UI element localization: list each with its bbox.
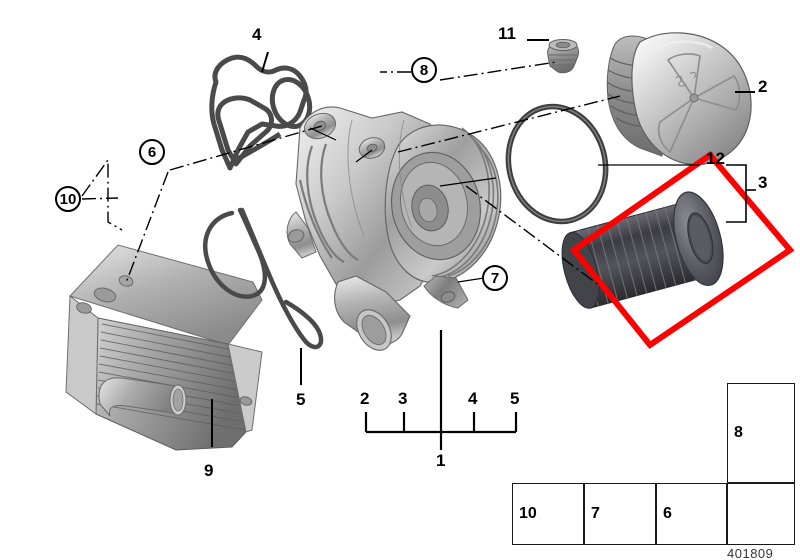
highlight-box	[569, 150, 795, 350]
legend-label-6: 6	[663, 505, 672, 522]
assembly-bracket	[364, 330, 518, 450]
callout-circle-7: 7	[482, 265, 508, 291]
filter-element-part	[561, 191, 724, 309]
callout-9: 9	[204, 461, 214, 480]
legend-cell-8: 8	[727, 383, 795, 483]
screw-plug-part	[547, 39, 579, 74]
callout-4: 4	[252, 25, 262, 44]
bracket-member-3: 3	[398, 389, 408, 408]
legend-label-10: 10	[519, 505, 537, 522]
housing-gasket-part	[209, 54, 313, 171]
callout-circle-10: 10	[55, 186, 81, 212]
callout-2: 2	[758, 77, 768, 96]
bracket-member-4: 4	[468, 389, 478, 408]
bracket-member-5: 5	[510, 389, 520, 408]
diagram-id-number: 401809	[727, 546, 774, 560]
bracket-member-2: 2	[360, 389, 370, 408]
oil-filter-cover-cap-part	[606, 32, 752, 166]
retaining-spring-clip-part	[203, 207, 324, 350]
callout-12: 12	[706, 149, 725, 168]
legend-cell-7: 7	[584, 483, 656, 545]
callout-circle-8: 8	[411, 57, 437, 83]
legend-cell-arrow	[727, 483, 795, 545]
assembly-main-label: 1	[436, 451, 446, 470]
callout-11: 11	[498, 24, 516, 43]
legend-label-7: 7	[591, 505, 600, 522]
legend-cell-10: 10	[512, 483, 584, 545]
o-ring-seal-part	[505, 103, 609, 225]
oil-filter-housing-part	[286, 106, 502, 351]
leader-4	[261, 51, 269, 73]
callout-circle-6: 6	[139, 139, 165, 165]
callout-5: 5	[296, 390, 306, 409]
callout-3: 3	[758, 173, 768, 192]
leader-lines	[81, 61, 756, 287]
legend-cell-6: 6	[656, 483, 727, 545]
engine-oil-cooler-part	[65, 244, 263, 451]
legend-label-8: 8	[734, 424, 743, 441]
